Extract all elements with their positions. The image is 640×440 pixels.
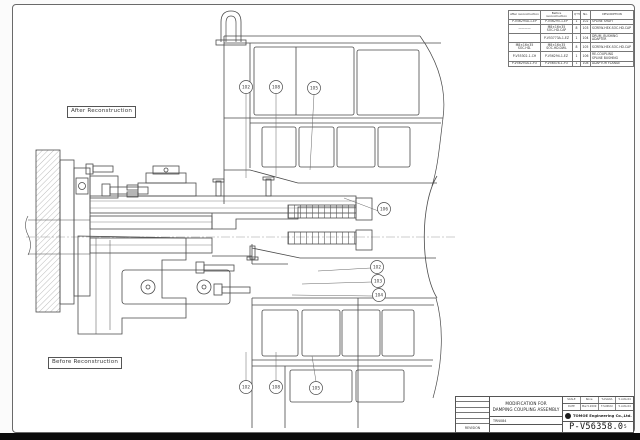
svg-text:108: 108 xyxy=(272,85,280,90)
casing-panel xyxy=(253,46,355,116)
checked-by: T.SUZUKI xyxy=(599,404,617,410)
svg-text:106: 106 xyxy=(380,207,388,212)
company-logo-icon xyxy=(565,413,571,419)
flange-plate-outer xyxy=(59,159,75,305)
svg-text:102: 102 xyxy=(242,85,250,90)
stud-2 xyxy=(265,178,272,197)
casing-panel xyxy=(336,126,376,168)
svg-text:105: 105 xyxy=(310,86,318,91)
col-header-qty: Q'TY xyxy=(572,10,581,20)
table-row: P-V53773A-1-EZ 1 104 DRUM, BUSHING ADAPT… xyxy=(508,33,634,44)
table-row: P-V55302-1-CH P-V56294-1-EZ 1 106 RE-COU… xyxy=(508,51,634,62)
svg-text:108: 108 xyxy=(272,385,280,390)
svg-text:102: 102 xyxy=(373,265,381,270)
title-block: · · · · · REVISION MODIFICATION FOR DAMP… xyxy=(455,396,634,433)
left-wall-hatched xyxy=(35,149,61,313)
hex-bolt-head xyxy=(101,183,111,197)
casing-panel xyxy=(261,126,297,168)
drawn-date: 5.AUG.04 xyxy=(618,397,631,401)
scale-label: SCALE xyxy=(563,397,581,403)
balloon: 108 xyxy=(269,80,283,94)
lower-shaft xyxy=(89,237,213,254)
meta-column: SCALE None T.ASADA 5.AUG.04 DATE Mar.5.2… xyxy=(563,397,633,432)
svg-text:103: 103 xyxy=(374,279,382,284)
balloon-callouts: 102 108 105 106 102 103 104 102 108 105 xyxy=(239,80,391,395)
center-bracket-2 xyxy=(145,172,187,184)
hex-bolt-shank xyxy=(109,186,149,195)
title-column: MODIFICATION FOR DAMPING COUPLING ASSEMB… xyxy=(490,397,563,432)
meta-row-2: DATE Mar.5.2009 T.SUZUKI 5.AUG.04 xyxy=(563,404,633,411)
balloon: 102 xyxy=(239,80,253,94)
company-name: TOMOE Engineering Co.,Ltd. xyxy=(573,414,632,418)
parts-table-header: After reconstruction Before reconstructi… xyxy=(508,10,634,20)
casing-panel xyxy=(341,309,381,357)
casing-panel xyxy=(289,369,353,403)
bolt-hole xyxy=(196,279,212,295)
flange-plate-inner xyxy=(73,167,91,297)
table-row: ———— M8×16×35 SOC.HD.CAP 8 103 SCREW-HEX… xyxy=(508,24,634,35)
svg-text:102: 102 xyxy=(242,385,250,390)
casing-panel xyxy=(356,49,420,116)
checked-date: 5.AUG.04 xyxy=(618,404,631,408)
parts-table: After reconstruction Before reconstructi… xyxy=(508,10,634,68)
stud-3 xyxy=(249,245,256,260)
table-row: M8×16×35 SOC.HD. M8×16×35 SOC.HD.DWL 8 1… xyxy=(508,42,634,53)
casing-break-edge-bottom xyxy=(432,297,442,399)
balloon: 105 xyxy=(307,81,321,95)
balloon: 105 xyxy=(309,381,323,395)
center-bracket-3 xyxy=(152,165,180,175)
casing-panel xyxy=(377,126,411,168)
col-header-before: Before reconstruction xyxy=(540,10,573,20)
bore-arc xyxy=(423,175,438,299)
balloon: 104 xyxy=(372,288,386,302)
company-row: TOMOE Engineering Co.,Ltd. xyxy=(563,411,633,422)
drawn-by: T.ASADA xyxy=(599,397,617,403)
casing-panel xyxy=(381,309,415,357)
screenshot-bottom-bar xyxy=(0,433,640,440)
date-label: DATE xyxy=(563,404,581,410)
revision-label: REVISION xyxy=(464,426,481,431)
date-value: Mar.5.2009 xyxy=(581,404,599,410)
balloon: 103 xyxy=(371,274,385,288)
spline-teeth-lower xyxy=(287,231,357,245)
scale-value: None xyxy=(581,397,599,403)
col-header-description: DESCRIPTION xyxy=(590,10,634,20)
casing-panel xyxy=(261,309,299,357)
balloon: 106 xyxy=(377,202,391,216)
balloon: 108 xyxy=(269,380,283,394)
table-row: P-V56293A-1-FO P-V56478-1-FO 1 108 ADAPT… xyxy=(508,60,634,68)
drawing-code: TRN084 xyxy=(490,417,562,425)
bell-housing xyxy=(77,235,187,335)
bolt-hole xyxy=(140,279,156,295)
meta-row-1: SCALE None T.ASADA 5.AUG.04 xyxy=(563,397,633,404)
balloon: 102 xyxy=(239,380,253,394)
casing-panel xyxy=(301,309,341,357)
col-header-after: After reconstruction xyxy=(508,10,541,20)
stud-1 xyxy=(215,180,222,197)
linework xyxy=(25,10,445,428)
eyebolt xyxy=(220,10,242,42)
revision-column: · · · · · REVISION xyxy=(456,397,490,432)
casing-panel xyxy=(298,126,335,168)
svg-text:105: 105 xyxy=(312,386,320,391)
drawing-number-suffix: 5 xyxy=(623,424,627,430)
casing-panel xyxy=(355,369,405,403)
col-header-item: No. xyxy=(580,10,591,20)
spline-teeth-upper xyxy=(287,204,357,219)
balloon-leaders xyxy=(245,93,379,382)
before-reconstruction-label: Before Reconstruction xyxy=(48,357,123,369)
casing-break-edge-top xyxy=(419,35,445,187)
svg-text:104: 104 xyxy=(375,293,383,298)
balloon: 102 xyxy=(370,260,384,274)
after-reconstruction-label: After Reconstruction xyxy=(67,106,137,118)
drawing-title: MODIFICATION FOR DAMPING COUPLING ASSEMB… xyxy=(490,397,562,417)
